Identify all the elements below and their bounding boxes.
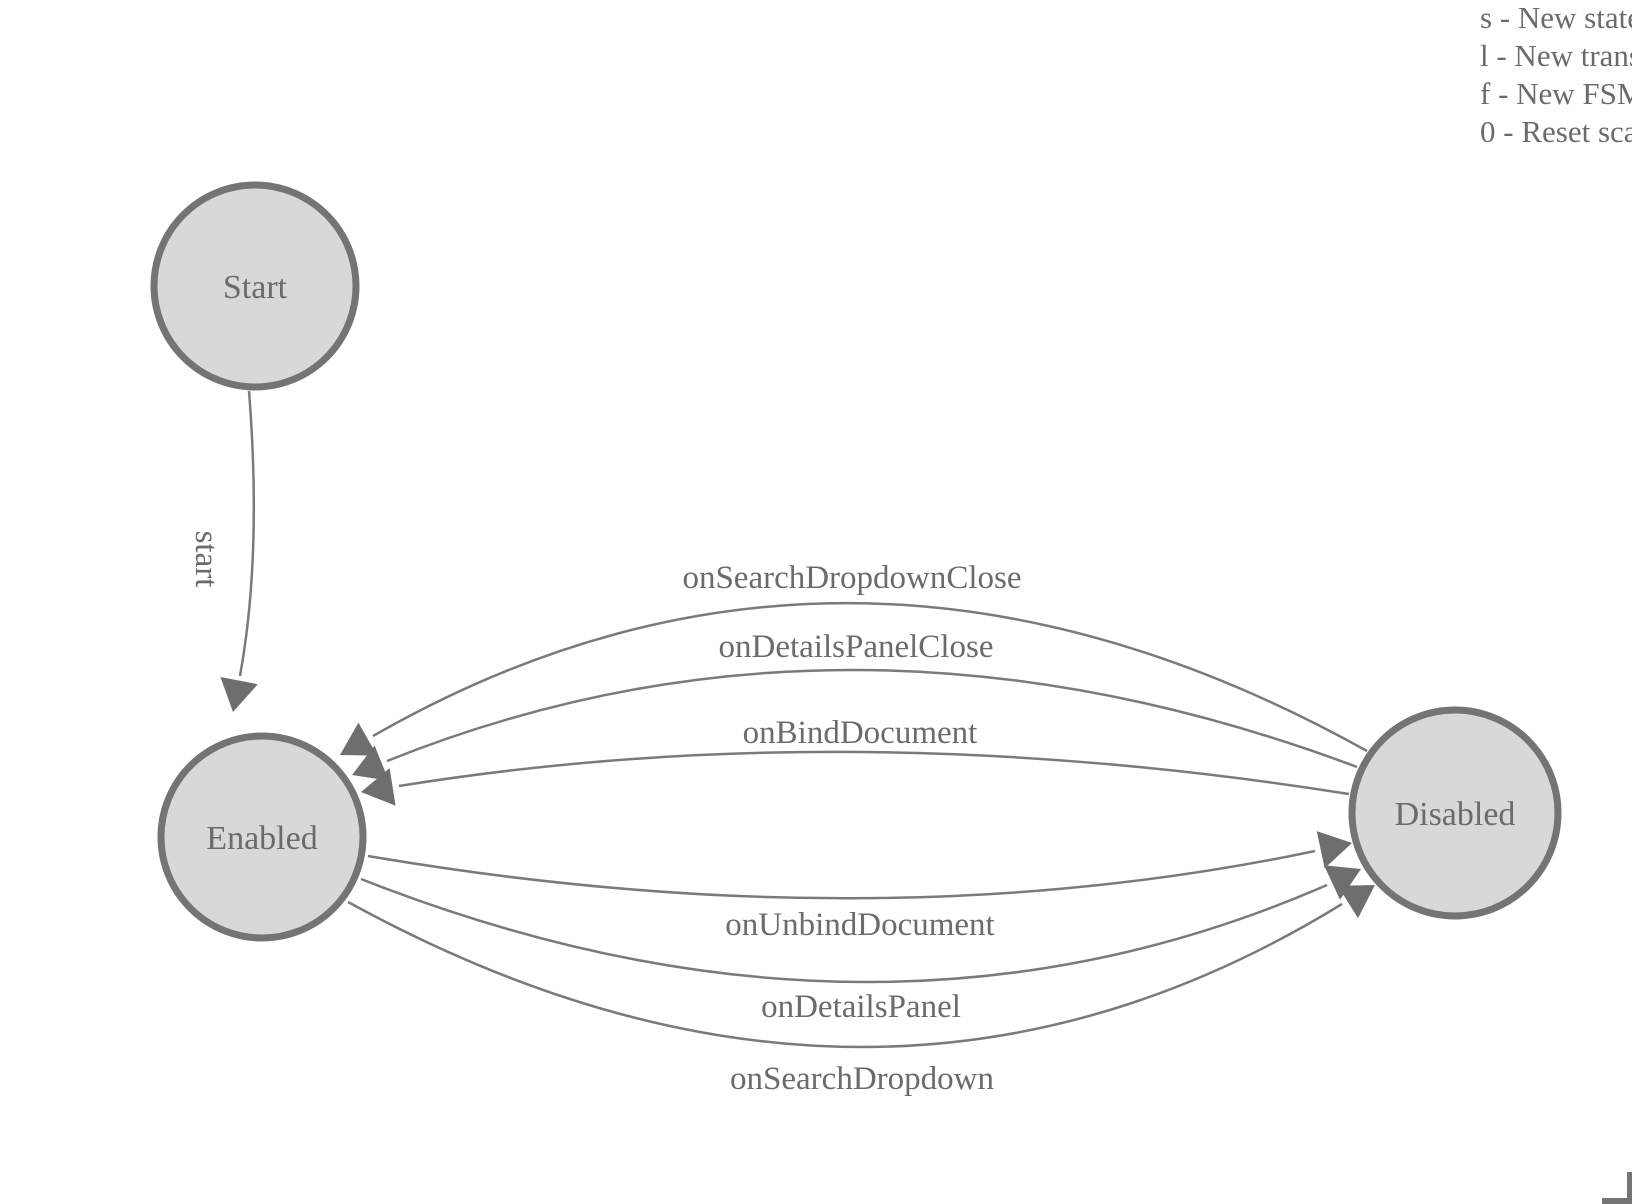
transition-edge-onDetailsPanelClose[interactable] bbox=[386, 668, 1358, 769]
arrowhead-onSearchDropdown bbox=[1337, 885, 1375, 919]
state-circle-disabled[interactable] bbox=[1348, 706, 1562, 920]
transition-label-onSearchDropdownClose: onSearchDropdownClose bbox=[682, 560, 1021, 596]
state-label-start: Start bbox=[223, 269, 288, 306]
state-label-enabled: Enabled bbox=[206, 820, 317, 857]
arrowhead-onSearchDropdownClose bbox=[340, 722, 378, 756]
transition-label-onUnbindDocument: onUnbindDocument bbox=[725, 907, 994, 943]
transition-edge-start[interactable] bbox=[238, 390, 256, 677]
transition-edge-onSearchDropdown[interactable] bbox=[347, 900, 1343, 1049]
state-node-start[interactable]: Start bbox=[150, 181, 360, 391]
state-node-disabled[interactable]: Disabled bbox=[1348, 706, 1562, 920]
resize-handle-vertical-bar bbox=[1627, 1172, 1632, 1204]
transition-edge-onBindDocument[interactable] bbox=[398, 750, 1350, 796]
arrowhead-start-to-enabled bbox=[220, 677, 258, 712]
hotkey-legend: s - New state l - New transition f - New… bbox=[1480, 0, 1632, 149]
resize-handle-horizontal-bar bbox=[1602, 1198, 1632, 1204]
arrowhead-onUnbindDocument bbox=[1316, 831, 1352, 869]
arrowhead-onDetailsPanelClose bbox=[352, 745, 389, 781]
state-label-disabled: Disabled bbox=[1395, 796, 1516, 833]
state-circle-enabled[interactable] bbox=[157, 732, 367, 942]
transition-label-onSearchDropdown: onSearchDropdown bbox=[730, 1061, 994, 1097]
legend-line-new-transition: l - New transition bbox=[1480, 38, 1632, 73]
transition-label-onBindDocument: onBindDocument bbox=[743, 715, 978, 751]
arrowhead-onDetailsPanel bbox=[1324, 865, 1361, 900]
legend-line-reset-scale: 0 - Reset scale bbox=[1480, 114, 1632, 149]
state-node-enabled[interactable]: Enabled bbox=[157, 732, 367, 942]
legend-line-new-fsm: f - New FSM bbox=[1480, 76, 1632, 111]
legend-line-new-state: s - New state bbox=[1480, 0, 1632, 35]
state-circle-start[interactable] bbox=[150, 181, 360, 391]
transition-edge-onSearchDropdownClose[interactable] bbox=[372, 602, 1368, 753]
canvas-resize-handle[interactable] bbox=[1602, 1172, 1632, 1204]
transition-edge-onDetailsPanel[interactable] bbox=[360, 877, 1328, 984]
transition-edge-onUnbindDocument[interactable] bbox=[367, 849, 1316, 900]
transition-label-start: start bbox=[188, 531, 224, 588]
transition-label-onDetailsPanel: onDetailsPanel bbox=[761, 989, 961, 1025]
transition-label-onDetailsPanelClose: onDetailsPanelClose bbox=[719, 629, 994, 665]
arrowhead-onBindDocument bbox=[361, 768, 396, 806]
